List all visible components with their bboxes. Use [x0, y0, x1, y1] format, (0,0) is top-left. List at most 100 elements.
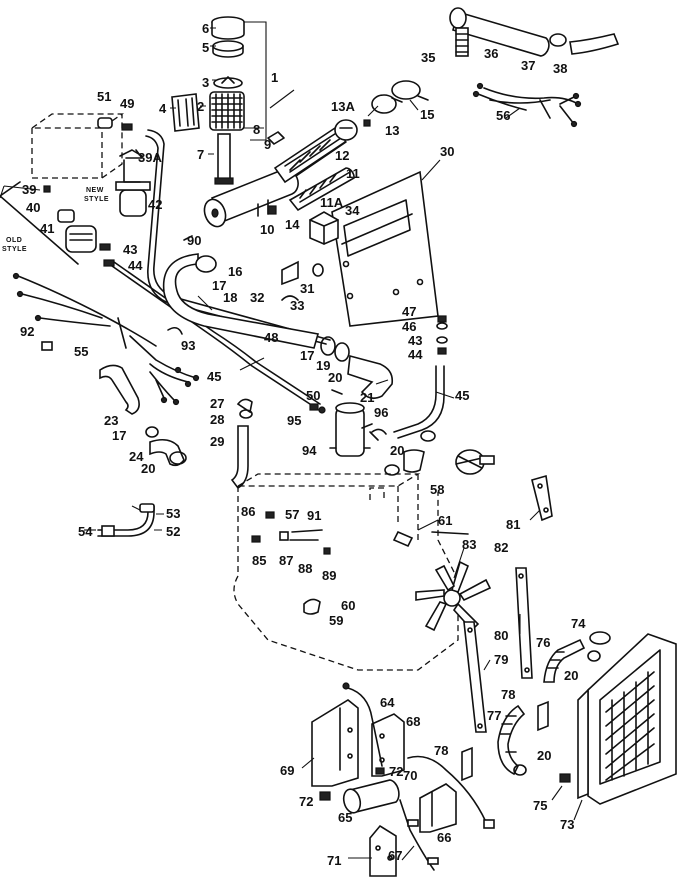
callout-38: 38: [553, 61, 567, 76]
callout-20e: 20: [537, 748, 551, 763]
small-hoses: [99, 364, 187, 467]
callout-83: 83: [462, 537, 476, 552]
callout-32: 32: [250, 290, 264, 305]
callout-88: 88: [298, 561, 312, 576]
callout-17b: 17: [300, 348, 314, 363]
callout-79: 79: [494, 652, 508, 667]
callout-58: 58: [430, 482, 444, 497]
callout-54: 54: [78, 524, 93, 539]
callout-72a: 72: [389, 764, 403, 779]
callout-53: 53: [166, 506, 180, 521]
callout-65: 65: [338, 810, 352, 825]
callout-17a: 17: [212, 278, 226, 293]
callout-66: 66: [437, 830, 451, 845]
callout-80: 80: [494, 628, 508, 643]
callout-55: 55: [74, 344, 88, 359]
callout-57: 57: [285, 507, 299, 522]
callout-labels: 1 2 3 4 5 6 7 8 9 10 11 11A 12 13 13A 14…: [2, 21, 586, 868]
callout-13: 13: [385, 123, 399, 138]
callout-43b: 43: [408, 333, 422, 348]
callout-78b: 78: [434, 743, 448, 758]
canister-65: [319, 767, 457, 833]
callout-85: 85: [252, 553, 266, 568]
callout-4: 4: [159, 101, 167, 116]
callout-93: 93: [181, 338, 195, 353]
callout-20d: 20: [564, 668, 578, 683]
engine-block-outline: [233, 473, 459, 671]
callout-30: 30: [440, 144, 454, 159]
callout-76: 76: [536, 635, 550, 650]
note-old-style-1: OLD: [6, 237, 22, 244]
intake-hose: [162, 253, 445, 439]
callout-27: 27: [210, 396, 224, 411]
callout-21: 21: [360, 390, 374, 405]
fuel-tank-outline: [29, 113, 125, 179]
callout-45a: 45: [207, 369, 221, 384]
callout-24: 24: [129, 449, 144, 464]
callout-5: 5: [202, 40, 209, 55]
radiator-braces: [463, 474, 553, 733]
callout-59: 59: [329, 613, 343, 628]
callout-81: 81: [506, 517, 520, 532]
note-new-style-2: STYLE: [84, 196, 109, 203]
callout-41: 41: [40, 221, 54, 236]
callout-77: 77: [487, 708, 501, 723]
callout-8: 8: [253, 122, 260, 137]
water-pump-58: [384, 430, 495, 476]
washer-stack: [436, 315, 448, 355]
callout-49: 49: [120, 96, 134, 111]
callout-72b: 72: [299, 794, 313, 809]
callout-39: 39: [22, 182, 36, 197]
wiring-harness-56: [472, 82, 582, 128]
callout-90: 90: [187, 233, 201, 248]
callout-61: 61: [438, 513, 452, 528]
callout-96: 96: [374, 405, 388, 420]
callout-50: 50: [306, 388, 320, 403]
callout-9: 9: [264, 137, 271, 152]
vertical-muffler: [449, 7, 620, 57]
callout-34: 34: [345, 203, 360, 218]
callout-94: 94: [302, 443, 317, 458]
callout-45b: 45: [455, 388, 469, 403]
callout-89: 89: [322, 568, 336, 583]
lead-wires: [342, 682, 495, 871]
callout-31: 31: [300, 281, 314, 296]
callout-7: 7: [197, 147, 204, 162]
radiator-hoses: [461, 638, 601, 782]
callout-19: 19: [316, 358, 330, 373]
callout-20b: 20: [141, 461, 155, 476]
callout-70: 70: [403, 768, 417, 783]
callout-37: 37: [521, 58, 535, 73]
callout-33: 33: [290, 298, 304, 313]
callout-60: 60: [341, 598, 355, 613]
callout-95: 95: [287, 413, 301, 428]
lower-muffler: [203, 168, 299, 228]
callout-1: 1: [271, 70, 278, 85]
callout-47: 47: [402, 304, 416, 319]
callout-20c: 20: [390, 443, 404, 458]
callout-56: 56: [496, 108, 510, 123]
callout-13a: 13A: [331, 99, 355, 114]
old-style-filter: [0, 181, 115, 267]
callout-86: 86: [241, 504, 255, 519]
callout-17c: 17: [112, 428, 126, 443]
callout-78a: 78: [501, 687, 515, 702]
precleaner-screens: [273, 119, 358, 212]
callout-2: 2: [197, 99, 204, 114]
callout-40: 40: [26, 200, 40, 215]
callout-51: 51: [97, 89, 111, 104]
callout-71: 71: [327, 853, 341, 868]
note-new-style-1: NEW: [86, 187, 104, 194]
callout-23: 23: [104, 413, 118, 428]
radiator-73: [559, 631, 677, 805]
callout-69: 69: [280, 763, 294, 778]
callout-6: 6: [202, 21, 209, 36]
lower-brackets: [311, 699, 405, 877]
callout-67: 67: [388, 848, 402, 863]
callout-28: 28: [210, 412, 224, 427]
restriction-indicator-34: [309, 211, 339, 245]
tube-clamps: [281, 260, 324, 301]
wiring-harness-55: [12, 272, 200, 406]
engine-fittings: [251, 511, 469, 615]
callout-11a: 11A: [320, 195, 344, 210]
